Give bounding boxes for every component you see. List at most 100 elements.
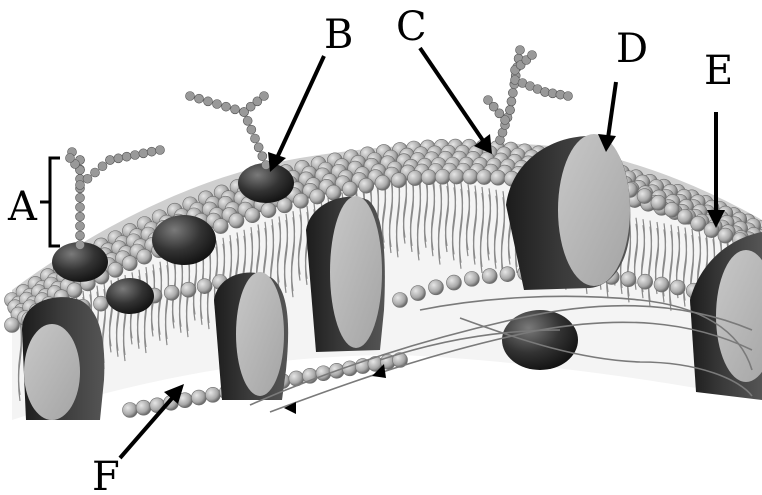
peripheral-protein (152, 215, 216, 265)
phospholipid-head (410, 286, 425, 301)
phospholipid-head (654, 277, 669, 292)
phospholipid-head (435, 169, 450, 184)
sugar-bead (260, 92, 269, 101)
sugar-bead (139, 149, 148, 158)
sugar-bead (106, 156, 115, 165)
label-a-bracket (40, 158, 60, 246)
phospholipid-head (464, 271, 479, 286)
label-e: E (704, 48, 733, 94)
sugar-bead (186, 92, 195, 101)
phospholipid-head (718, 228, 733, 243)
phospholipid-head (408, 171, 423, 186)
phospholipid-head (261, 203, 276, 218)
phospholipid-head (482, 269, 497, 284)
sugar-bead (484, 96, 493, 105)
sugar-bead (98, 162, 107, 171)
sugar-bead (76, 222, 85, 231)
sugar-bead (506, 106, 515, 115)
integral-protein (214, 272, 288, 400)
phospholipid-head (428, 280, 443, 295)
phospholipid-head (122, 256, 137, 271)
sugar-bead (122, 152, 131, 161)
phospholipid-head (229, 213, 244, 228)
integral-protein (306, 196, 385, 352)
phospholipid-head (205, 387, 220, 402)
label-c: C (396, 4, 427, 50)
phospholipid-head (137, 249, 152, 264)
sugar-bead (76, 193, 85, 202)
phospholipid-head (93, 296, 108, 311)
sugar-bead (254, 143, 263, 152)
sugar-bead (243, 116, 252, 125)
phospholipid-head (446, 275, 461, 290)
phospholipid-head (326, 185, 341, 200)
sugar-bead (564, 92, 573, 101)
phospholipid-head (181, 282, 196, 297)
phospholipid-head (245, 208, 260, 223)
phospholipid-head (463, 169, 478, 184)
phospholipid-head (621, 272, 636, 287)
sugar-bead (131, 151, 140, 160)
sugar-bead (195, 94, 204, 103)
sugar-bead (231, 105, 240, 114)
sugar-bead (528, 51, 537, 60)
phospholipid-head (342, 181, 357, 196)
phospholipid-head (691, 216, 706, 231)
phospholipid-head (678, 209, 693, 224)
phospholipid-head (421, 170, 436, 185)
phospholipid-head (293, 193, 308, 208)
sugar-bead (204, 97, 213, 106)
sugar-bead (258, 152, 267, 161)
sugar-bead (76, 203, 85, 212)
phospholipid-head (108, 262, 123, 277)
sugar-bead (66, 154, 75, 163)
phospholipid-head (67, 283, 82, 298)
sugar-bead (247, 125, 256, 134)
sugar-bead (251, 134, 260, 143)
phospholipid-head (664, 202, 679, 217)
phospholipid-head (391, 173, 406, 188)
arrow-b (276, 56, 324, 160)
phospholipid-head (213, 219, 228, 234)
phospholipid-head (449, 169, 464, 184)
sugar-bead (507, 97, 516, 106)
sugar-bead (147, 147, 156, 156)
phospholipid-head (191, 390, 206, 405)
label-f: F (92, 454, 120, 495)
phospholipid-head (197, 279, 212, 294)
phospholipid-head (310, 189, 325, 204)
phospholipid-head (393, 293, 408, 308)
sugar-bead (76, 212, 85, 221)
label-d: D (616, 26, 648, 72)
sugar-bead (83, 174, 92, 183)
phospholipid-head (164, 285, 179, 300)
phospholipid-head (123, 403, 138, 418)
phospholipid-head (5, 318, 20, 333)
sugar-bead (222, 102, 231, 111)
sugar-bead (114, 154, 123, 163)
phospholipid-head (670, 280, 685, 295)
sugar-bead (213, 100, 222, 109)
arrow-c (420, 48, 484, 142)
label-a: A (7, 184, 38, 230)
phospholipid-head (651, 195, 666, 210)
sugar-bead (516, 46, 525, 55)
arrow-d (608, 82, 616, 138)
sugar-bead (76, 231, 85, 240)
phospholipid-head (490, 170, 505, 185)
phospholipid-head (136, 400, 151, 415)
phospholipid-head (500, 267, 515, 282)
sugar-bead (76, 241, 85, 250)
integral-protein (22, 297, 104, 420)
sugar-bead (156, 146, 165, 155)
phospholipid-head (375, 175, 390, 190)
phospholipid-head (477, 170, 492, 185)
phospholipid-head (359, 178, 374, 193)
sugar-bead (91, 168, 100, 177)
phospholipid-head (638, 274, 653, 289)
sugar-bead (76, 181, 85, 190)
peripheral-protein (106, 278, 154, 314)
phospholipid-head (637, 189, 652, 204)
sugar-bead (508, 88, 517, 97)
